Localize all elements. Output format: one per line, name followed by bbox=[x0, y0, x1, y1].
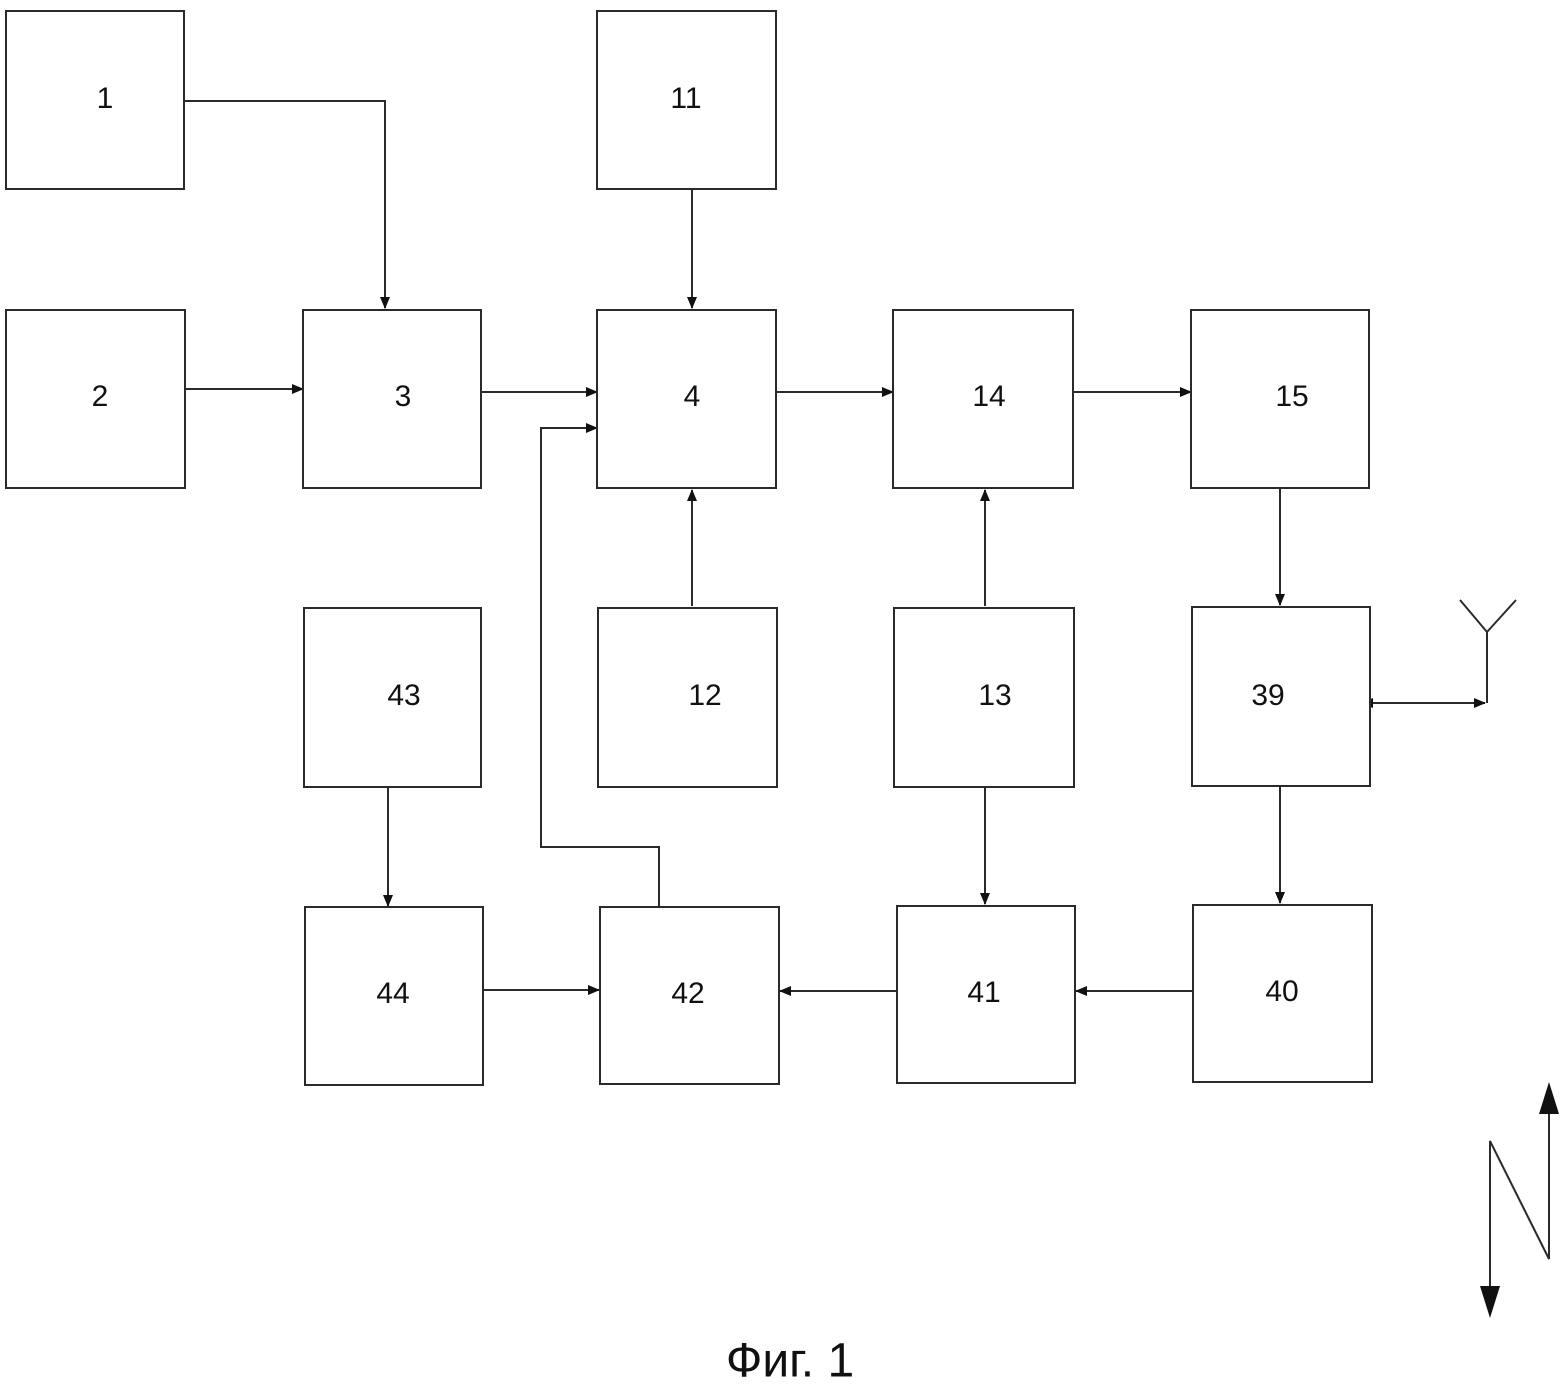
block-40: 40 bbox=[1192, 904, 1373, 1083]
block-11: 11 bbox=[596, 10, 777, 190]
block-12: 12 bbox=[597, 607, 778, 788]
block-1: 1 bbox=[5, 10, 185, 190]
block-39: 39 bbox=[1191, 606, 1371, 787]
block-3: 3 bbox=[302, 309, 482, 489]
block-44: 44 bbox=[304, 906, 484, 1086]
block-2: 2 bbox=[5, 309, 186, 489]
block-44-label: 44 bbox=[376, 977, 409, 1010]
block-41: 41 bbox=[896, 905, 1076, 1084]
block-42-label: 42 bbox=[671, 977, 704, 1010]
block-4-label: 4 bbox=[684, 380, 701, 413]
north-arrow-icon bbox=[1480, 1082, 1559, 1318]
block-42: 42 bbox=[599, 906, 780, 1085]
block-41-label: 41 bbox=[967, 976, 1000, 1009]
block-15: 15 bbox=[1190, 309, 1370, 489]
block-13-label: 13 bbox=[978, 679, 1011, 712]
block-14: 14 bbox=[892, 309, 1074, 489]
block-11-label: 11 bbox=[670, 82, 701, 115]
block-13: 13 bbox=[893, 607, 1075, 788]
wire-1-to-3 bbox=[184, 100, 390, 309]
block-1-label: 1 bbox=[97, 82, 114, 115]
block-15-label: 15 bbox=[1275, 380, 1308, 413]
connections bbox=[184, 100, 1486, 996]
block-14-label: 14 bbox=[972, 380, 1005, 413]
block-2-label: 2 bbox=[92, 380, 109, 413]
wire-42-feedback-to-4 bbox=[540, 423, 660, 906]
figure-caption: Фиг. 1 bbox=[726, 1335, 854, 1388]
block-39-label: 39 bbox=[1251, 679, 1284, 712]
block-12-label: 12 bbox=[688, 679, 721, 712]
block-43-label: 43 bbox=[387, 679, 420, 712]
block-40-label: 40 bbox=[1265, 975, 1298, 1008]
antenna-icon bbox=[1459, 599, 1517, 703]
block-43: 43 bbox=[303, 607, 482, 788]
block-3-label: 3 bbox=[395, 380, 412, 413]
block-4: 4 bbox=[596, 309, 777, 489]
